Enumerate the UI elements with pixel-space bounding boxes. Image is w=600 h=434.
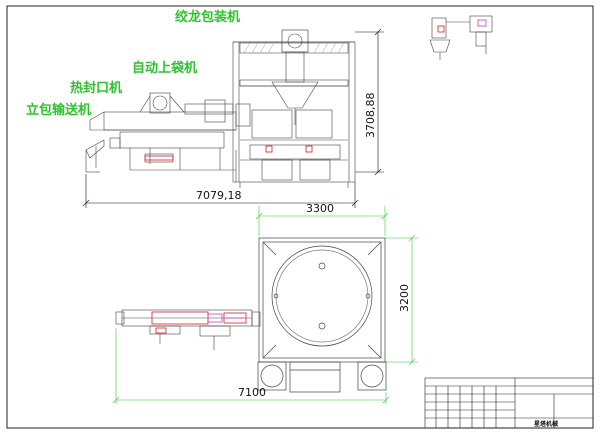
sheet-frame [6, 5, 594, 429]
plan-conveyor-color-parts [151, 311, 247, 334]
side-elevation-view [85, 29, 356, 188]
plan-height-label: 3200 [398, 284, 411, 312]
label-standing-conveyor: 立包输送机 [26, 102, 91, 118]
plan-top-dimension [255, 206, 389, 236]
small-side-view-color [437, 19, 487, 33]
plan-top-width-label: 3300 [306, 202, 334, 215]
plan-right-dimension [385, 234, 418, 366]
side-view-red-details [144, 145, 313, 161]
plan-total-width-label: 7100 [238, 386, 266, 399]
plan-total-dimension [112, 328, 390, 404]
title-block [424, 377, 594, 429]
label-auger-packer: 绞龙包装机 [175, 9, 240, 25]
label-auto-bag-loader: 自动上袋机 [132, 60, 197, 76]
plan-main-frame [257, 237, 387, 393]
small-side-view [429, 15, 493, 60]
label-heat-sealer: 热封口机 [70, 80, 122, 96]
side-height-label: 3708,88 [364, 93, 377, 139]
title-block-name: 星塔机械 [534, 420, 558, 428]
width-dimension [82, 174, 359, 208]
height-dimension [355, 28, 384, 176]
side-width-label: 7079,18 [196, 189, 242, 202]
